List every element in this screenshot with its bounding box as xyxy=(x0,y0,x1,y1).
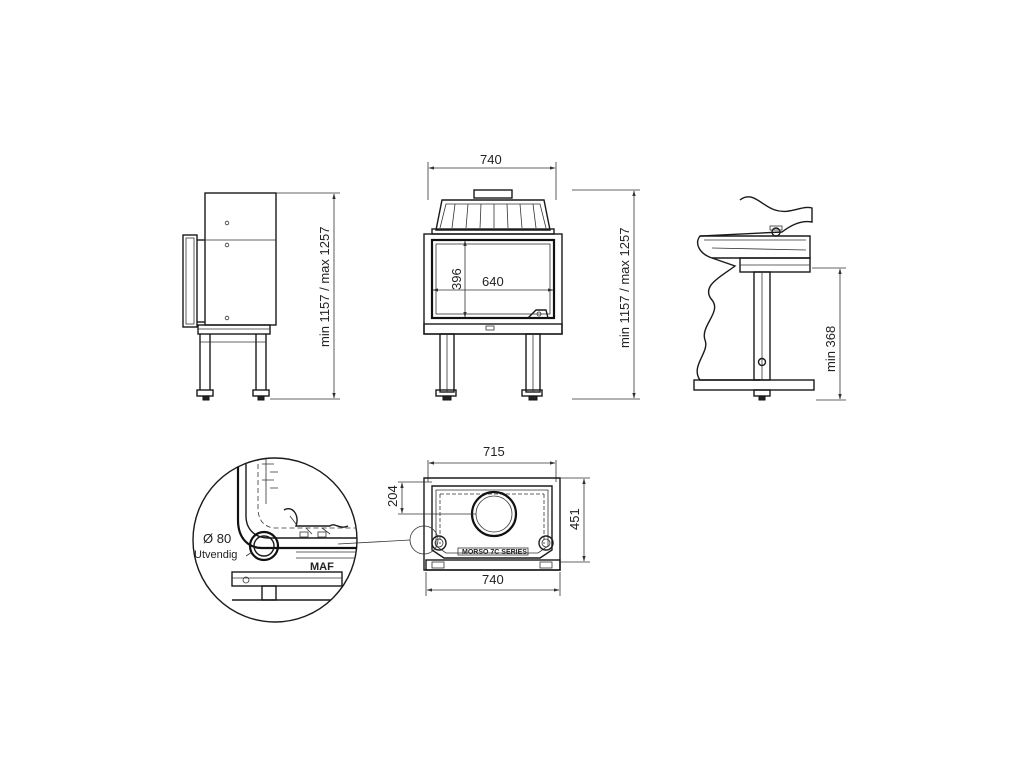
detail-plate-text: MAF xyxy=(310,561,334,573)
plan-view: 715 MORSO 7C SERIES 204 451 xyxy=(337,444,590,596)
leg-height-label: min 368 xyxy=(823,326,838,372)
window-height-label: 396 xyxy=(449,268,464,290)
detail-diameter-label: Ø 80 xyxy=(203,531,231,546)
front-width-label: 740 xyxy=(480,152,502,167)
plan-width-740-label: 740 xyxy=(482,572,504,587)
section-view: min 368 xyxy=(693,196,846,401)
plan-depth-204-label: 204 xyxy=(385,485,400,507)
side-view: min 1157 / max 1257 xyxy=(182,192,340,401)
window-width-label: 640 xyxy=(482,274,504,289)
plan-depth-451-label: 451 xyxy=(567,508,582,530)
front-height-label: min 1157 / max 1257 xyxy=(617,228,632,348)
side-height-label: min 1157 / max 1257 xyxy=(317,227,332,347)
detail-view: MAF Ø 80 Utvendig xyxy=(192,457,358,623)
detail-note-label: Utvendig xyxy=(194,549,237,561)
plan-body-text: MORSO 7C SERIES xyxy=(462,549,527,556)
plan-width-715-label: 715 xyxy=(483,444,505,459)
front-view: 740 396 640 xyxy=(423,152,640,401)
